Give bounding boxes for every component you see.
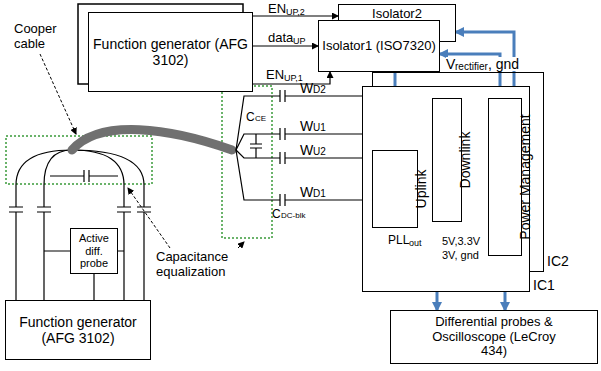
subscript-label: rectifier	[455, 62, 488, 72]
subscript-label: DC-blk	[281, 212, 305, 220]
node-text: Isolator1 (ISO7320)	[322, 39, 435, 54]
signal-label: EN	[268, 2, 286, 15]
w-lines	[236, 90, 362, 206]
signal-label: V	[446, 57, 455, 71]
node-text: Uplink	[412, 169, 428, 208]
signal-label: 5V,3.3V	[442, 236, 480, 247]
subscript-label: U1	[313, 123, 326, 133]
signal-label: C	[272, 208, 281, 220]
copper-cable	[72, 130, 232, 150]
signal-label: W	[300, 185, 313, 199]
node-text: IC2	[547, 253, 569, 269]
subscript-label: CE	[255, 115, 266, 123]
block-box: Downlink	[432, 98, 462, 222]
signal-label: W	[300, 81, 313, 95]
node-text: Power Management	[516, 114, 532, 239]
signal-label: Capacitance equalization	[156, 250, 248, 280]
signal-label: EN	[266, 68, 284, 81]
signal-arrow	[253, 45, 318, 46]
subscript-label: UP,2	[286, 8, 305, 17]
equalization-region	[222, 86, 272, 238]
node-text: Differential probes & Oscilloscope (LeCr…	[428, 315, 560, 360]
node-text: IC1	[533, 277, 555, 293]
node-text: Isolator2	[372, 7, 422, 22]
subscript-label: D2	[313, 85, 326, 95]
subscript-label: UP	[293, 37, 306, 46]
signal-arrow	[93, 274, 94, 300]
signal-label: C	[246, 111, 255, 123]
chip-outline: IC1UplinkDownlinkPower Management	[362, 86, 530, 292]
left-wires	[9, 150, 151, 300]
node-text: Downlink	[456, 131, 472, 188]
signal-arrow	[253, 72, 330, 84]
signal-label: 3V, gnd	[442, 250, 479, 261]
instrument-box: Differential probes & Oscilloscope (LeCr…	[390, 310, 598, 364]
subscript-label: , gnd	[488, 57, 519, 71]
signal-label: W	[300, 119, 313, 133]
signal-label: data	[268, 31, 293, 44]
node-text: Function generator (AFG 3102)	[89, 36, 252, 68]
signal-label: W	[300, 143, 313, 157]
instrument-box: Function generator (AFG 3102)	[5, 300, 151, 360]
subscript-label: U2	[313, 147, 326, 157]
signal-label: Cooper cable	[14, 22, 70, 52]
instrument-box: Function generator (AFG 3102)	[88, 12, 253, 92]
isolator-box: Isolator1 (ISO7320)	[318, 20, 440, 72]
probe-box: Active diff. probe	[70, 228, 118, 274]
subscript-label: D1	[313, 189, 326, 199]
block-box: Uplink	[372, 150, 418, 228]
signal-label: PLL	[388, 234, 409, 246]
node-text: Active diff. probe	[71, 232, 117, 270]
subscript-label: out	[409, 239, 422, 248]
block-box: Power Management	[488, 98, 522, 256]
node-text: Function generator (AFG 3102)	[6, 314, 150, 346]
